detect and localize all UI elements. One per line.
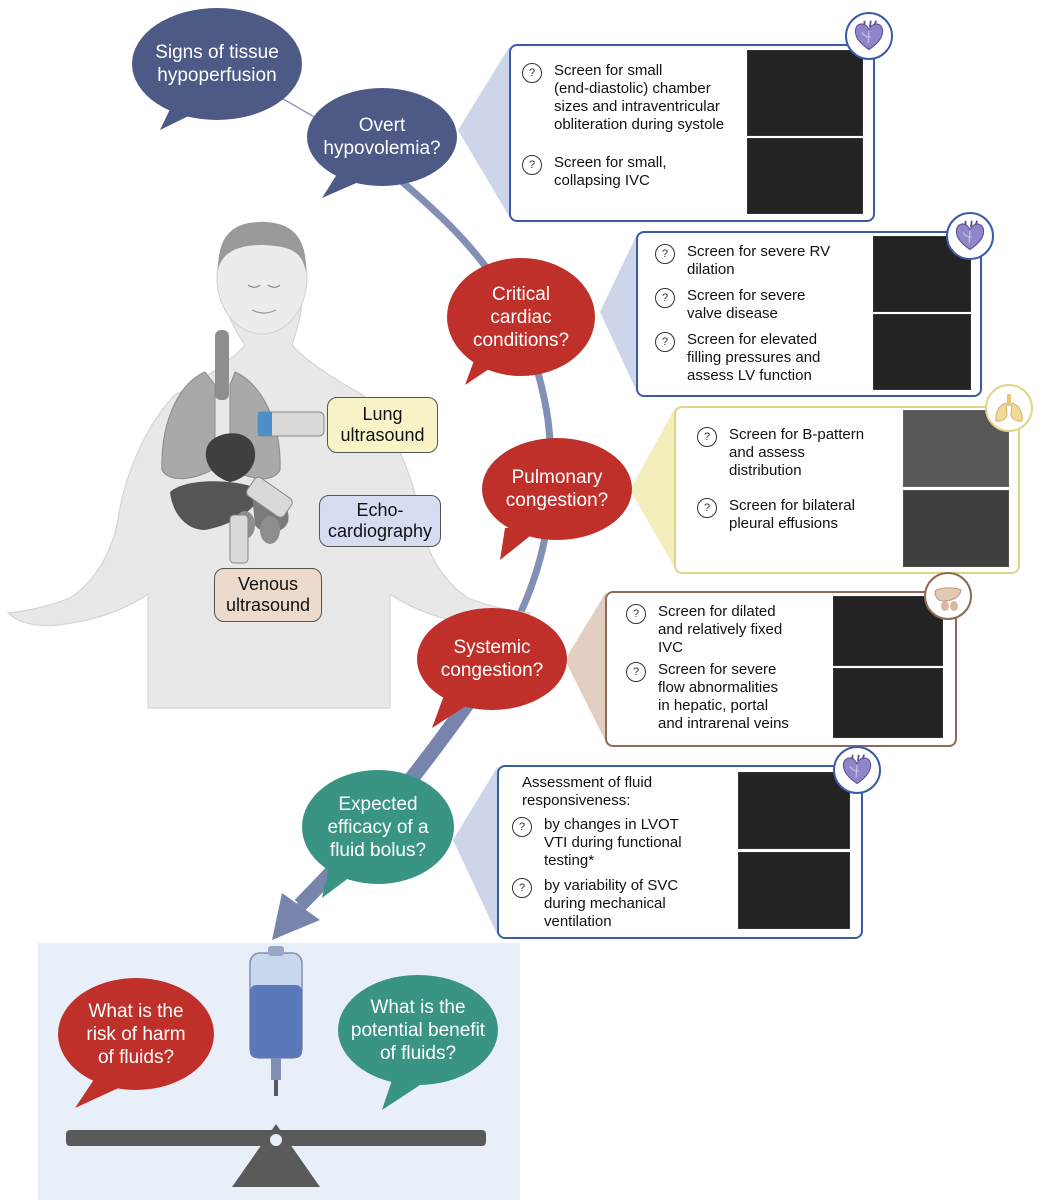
box2-item-3: ? Screen for elevated filling pressures … — [655, 331, 860, 385]
bubble-pulmonary-congestion: Pulmonary congestion? — [482, 438, 632, 540]
bubble-critical-cardiac: Critical cardiac conditions? — [447, 258, 595, 376]
bubble-tissue-hypoperfusion: Signs of tissue hypoperfusion — [132, 8, 302, 120]
box1-item-2: ? Screen for small, collapsing IVC — [522, 154, 737, 190]
box4-item-1: ? Screen for dilated and relatively fixe… — [626, 603, 826, 657]
question-icon: ? — [655, 244, 675, 264]
wedge-box3 — [630, 406, 676, 570]
lung-us-effusion — [903, 490, 1009, 567]
human-figure — [6, 221, 532, 709]
wedge-box1 — [458, 46, 510, 218]
question-icon: ? — [522, 63, 542, 83]
lungs-icon — [985, 384, 1033, 432]
question-icon: ? — [512, 878, 532, 898]
balance-fulcrum — [232, 1124, 320, 1187]
doppler-venous-flow — [833, 668, 943, 738]
box4-item-2: ? Screen for severe flow abnormalities i… — [626, 661, 826, 733]
mmode-svc — [738, 852, 850, 929]
box3-item-1: ? Screen for B-pattern and assess distri… — [697, 426, 897, 480]
heart-icon — [833, 746, 881, 794]
bubble-overt-hypovolemia: Overt hypovolemia? — [307, 88, 457, 186]
bubble-systemic-congestion: Systemic congestion? — [417, 608, 567, 710]
wedge-box4 — [565, 592, 606, 742]
wedge-box5 — [453, 766, 498, 936]
bubble-potential-benefit: What is the potential benefit of fluids? — [338, 975, 498, 1085]
question-icon: ? — [655, 288, 675, 308]
bubble-risk-of-harm: What is the risk of harm of fluids? — [58, 978, 214, 1090]
echo-image-lv — [747, 50, 863, 136]
box5-item-1: ? by changes in LVOT VTI during function… — [512, 816, 727, 870]
box2-item-1: ? Screen for severe RV dilation — [655, 243, 860, 279]
iv-bag-icon — [249, 946, 303, 1096]
question-icon: ? — [655, 332, 675, 352]
echo-image-dilated-ivc — [833, 596, 943, 666]
question-icon: ? — [626, 662, 646, 682]
question-icon: ? — [697, 498, 717, 518]
box2-item-2: ? Screen for severe valve disease — [655, 287, 860, 323]
label-lung-ultrasound: Lung ultrasound — [327, 397, 438, 453]
echo-image-doppler-color — [873, 314, 971, 390]
path-arrowhead — [272, 893, 320, 940]
question-icon: ? — [697, 427, 717, 447]
liver-kidney-icon — [924, 572, 972, 620]
echo-image-ivc — [747, 138, 863, 214]
bubble-fluid-efficacy: Expected efficacy of a fluid bolus? — [302, 770, 454, 884]
label-venous-ultrasound: Venous ultrasound — [214, 568, 322, 622]
box1-item-1: ? Screen for small (end-diastolic) chamb… — [522, 62, 737, 134]
question-icon: ? — [522, 155, 542, 175]
question-icon: ? — [626, 604, 646, 624]
box5-header: Assessment of fluid responsiveness: — [522, 774, 653, 809]
box5-item-2: ? by variability of SVC during mechanica… — [512, 877, 727, 931]
label-echocardiography: Echo- cardiography — [319, 495, 441, 547]
heart-icon — [946, 212, 994, 260]
question-icon: ? — [512, 817, 532, 837]
doppler-lvot-vti — [738, 772, 850, 849]
heart-icon — [845, 12, 893, 60]
box3-item-2: ? Screen for bilateral pleural effusions — [697, 497, 897, 533]
wedge-box2 — [600, 232, 638, 394]
